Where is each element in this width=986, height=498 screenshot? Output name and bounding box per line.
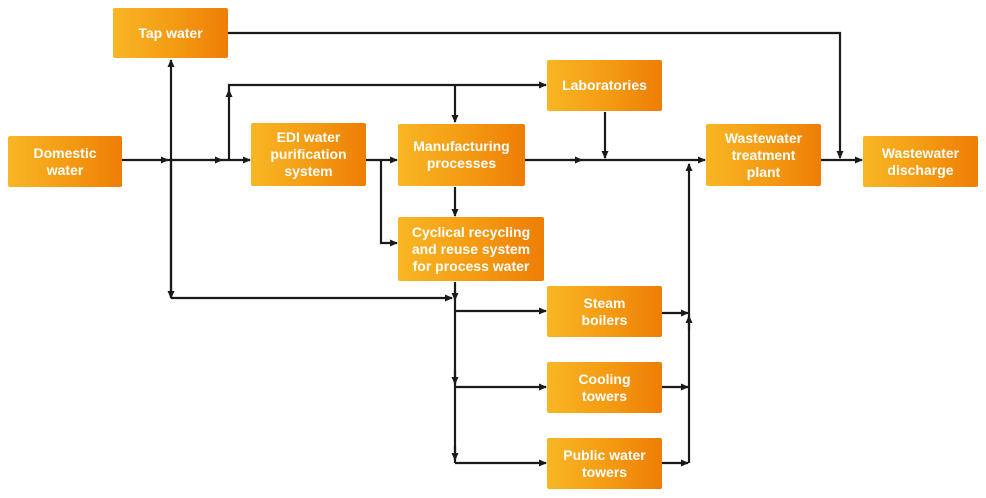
node-domestic-water: Domestic water	[8, 136, 122, 187]
node-laboratories-label: Laboratories	[562, 77, 647, 93]
edge-tap-to-discharge	[228, 31, 844, 159]
node-cyclical-recycling-label: Cyclical recycling and reuse system for …	[411, 223, 531, 274]
node-wastewater-treatment-plant-label: Wastewater treatment plant	[724, 129, 803, 180]
node-manufacturing-processes: Manufacturing processes	[398, 124, 525, 186]
node-wastewater-discharge-label: Wastewater discharge	[881, 144, 960, 178]
node-domestic-water-label: Domestic water	[33, 144, 97, 178]
node-steam-boilers: Steam boilers	[547, 286, 662, 337]
node-cooling-towers-label: Cooling towers	[578, 370, 631, 404]
node-wastewater-treatment-plant: Wastewater treatment plant	[706, 124, 821, 186]
node-public-water-towers-label: Public water towers	[563, 446, 646, 480]
node-wastewater-discharge: Wastewater discharge	[863, 136, 978, 187]
node-laboratories: Laboratories	[547, 60, 662, 111]
node-edi-purification-label: EDI water purification system	[270, 129, 347, 179]
node-steam-boilers-label: Steam boilers	[581, 294, 628, 328]
edge-edi-to-cyclical	[379, 160, 398, 247]
node-tap-water-label: Tap water	[138, 24, 203, 41]
node-tap-water: Tap water	[113, 8, 228, 58]
edge-branch-to-labs	[227, 81, 547, 160]
node-public-water-towers: Public water towers	[547, 438, 662, 489]
node-manufacturing-processes-label: Manufacturing processes	[413, 138, 510, 171]
node-cooling-towers: Cooling towers	[547, 362, 662, 413]
node-cyclical-recycling: Cyclical recycling and reuse system for …	[398, 217, 544, 281]
node-edi-purification: EDI water purification system	[251, 123, 366, 186]
